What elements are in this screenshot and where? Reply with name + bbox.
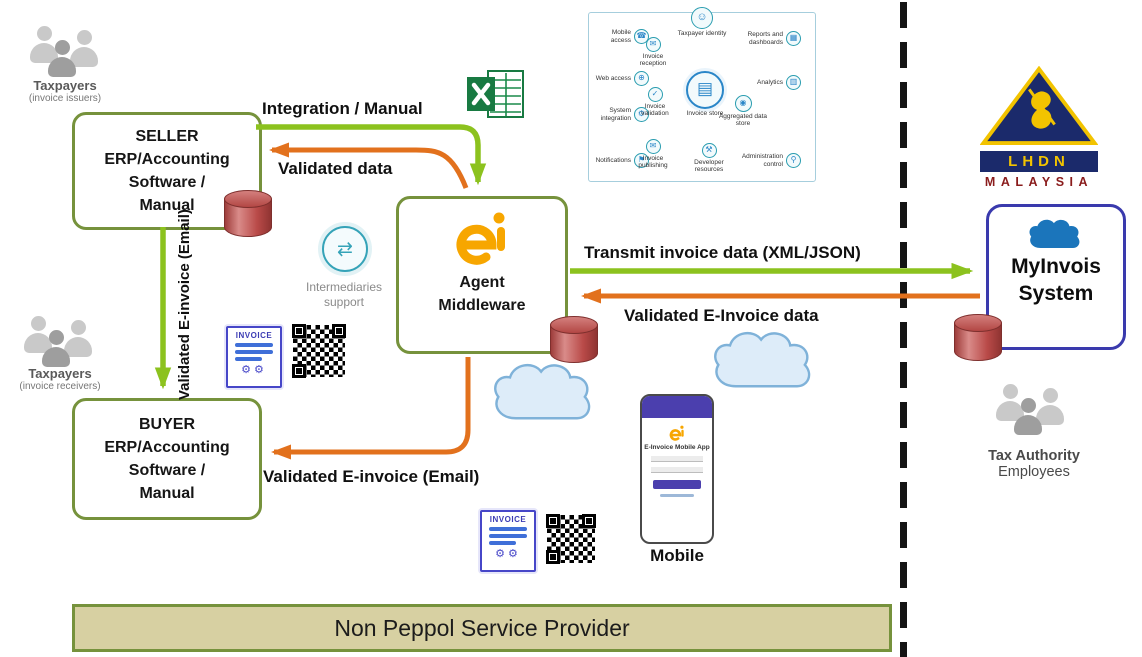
- ms-item-analytics: Analytics ▥: [745, 75, 801, 90]
- cloud-icon: [494, 363, 591, 420]
- mobile-app-input: [651, 467, 703, 473]
- agent-title: Middleware: [438, 297, 526, 314]
- agent-middleware-box: Agent Middleware: [396, 196, 568, 354]
- ms-item-web-access: Web access ⊕: [591, 71, 649, 86]
- buyer-line: Manual: [139, 485, 195, 502]
- person-icon: [64, 320, 92, 357]
- myinvois-microservices-panel: Mobile access ☎ Web access ⊕ System inte…: [588, 7, 816, 182]
- invoice-store-icon: ▤: [686, 71, 724, 109]
- aggregated-data-store-icon: ◉: [734, 95, 752, 112]
- transmit-invoice-label: Transmit invoice data (XML/JSON): [584, 243, 861, 262]
- seller-line: ERP/Accounting: [104, 151, 230, 168]
- agent-database-icon: [550, 316, 600, 364]
- qr-code-icon: [290, 322, 348, 380]
- lhdn-country: MALAYSIA: [984, 175, 1094, 189]
- tax-authority-caption: Tax Authority Employees: [988, 448, 1080, 480]
- lhdn-logo: LHDN MALAYSIA: [979, 65, 1099, 189]
- invoice-document-icon: INVOICE ⚙⚙: [480, 510, 536, 572]
- ms-item-invoice-store: ▤ Invoice store: [681, 71, 729, 117]
- ms-item-invoice-validation: ✓ Invoice validation: [641, 87, 669, 118]
- ms-item-system-integration: System integration ⚙: [591, 107, 649, 122]
- cloud-icon: [714, 331, 811, 388]
- person-icon: [30, 26, 58, 63]
- seller-database-icon: [224, 190, 274, 238]
- ms-item-invoice-publishing: ✉ Invoice publishing: [638, 139, 668, 170]
- buyer-line: Software /: [128, 462, 206, 479]
- intermediaries-support-icon: ⇄: [322, 226, 368, 272]
- myinvois-title: MyInvois: [1011, 255, 1101, 278]
- taxpayers-receivers-icon: [20, 316, 98, 370]
- seller-title: SELLER: [135, 128, 199, 145]
- cloud-icon: [1029, 219, 1080, 248]
- taxpayers-receivers-caption: Taxpayers (invoice receivers): [19, 366, 101, 392]
- mobile-app-title: E-Invoice Mobile App: [644, 444, 710, 451]
- person-icon: [42, 330, 70, 367]
- ms-item-developer-resources: ⚒ Developer resources: [694, 143, 724, 174]
- reports-dashboards-icon: ▦: [786, 31, 801, 46]
- invoice-reception-icon: ✉: [645, 37, 661, 52]
- ms-item-taxpayer-identity: ☺ Taxpayer identity: [675, 7, 729, 37]
- taxpayer-identity-icon: ☺: [691, 7, 713, 29]
- mobile-app-mockup: E-Invoice Mobile App: [640, 394, 714, 544]
- gears-icon: ⚙⚙: [495, 548, 521, 560]
- mobile-app-input: [651, 456, 703, 462]
- invoice-publishing-icon: ✉: [645, 139, 661, 154]
- ms-item-invoice-reception: ✉ Invoice reception: [639, 37, 667, 68]
- system-integration-icon: ⚙: [634, 107, 649, 122]
- person-icon: [996, 384, 1024, 421]
- agent-middleware-logo-icon: [455, 207, 509, 269]
- web-access-icon: ⊕: [634, 71, 649, 86]
- ms-item-mobile-access: Mobile access ☎: [591, 29, 649, 44]
- myinvois-system-box: MyInvois System: [986, 204, 1126, 350]
- qr-code-icon: [544, 512, 598, 566]
- non-peppol-banner: Non Peppol Service Provider: [72, 604, 892, 652]
- gears-icon: ⚙⚙: [241, 364, 267, 376]
- validated-einvoice-data-label: Validated E-Invoice data: [624, 306, 819, 325]
- validated-einvoice-email-vertical-label: Validated E-invoice (Email): [176, 209, 193, 400]
- seller-line: Manual: [139, 197, 195, 214]
- validated-einvoice-email-label: Validated E-invoice (Email): [263, 467, 480, 486]
- person-icon: [24, 316, 52, 353]
- mobile-caption: Mobile: [650, 546, 704, 565]
- excel-icon: [467, 70, 524, 118]
- mobile-access-icon: ☎: [634, 29, 649, 44]
- mobile-app-logo-icon: [642, 424, 712, 442]
- agent-title: Agent: [459, 274, 505, 291]
- buyer-erp-box: BUYER ERP/Accounting Software / Manual: [72, 398, 262, 520]
- integration-manual-label: Integration / Manual: [262, 99, 423, 118]
- myinvois-database-icon: [954, 314, 1004, 362]
- developer-resources-icon: ⚒: [701, 143, 717, 158]
- seller-line: Software /: [128, 174, 206, 191]
- invoice-validation-icon: ✓: [647, 87, 663, 102]
- ms-item-notifications: Notifications ⚑: [591, 153, 649, 168]
- analytics-icon: ▥: [786, 75, 801, 90]
- administration-control-icon: ⚲: [786, 153, 801, 168]
- mobile-app-login-button: [653, 480, 701, 489]
- dashed-separator-line: [900, 2, 907, 657]
- seller-erp-box: SELLER ERP/Accounting Software / Manual: [72, 112, 262, 230]
- ms-item-reports-dashboards: Reports and dashboards ▦: [739, 31, 801, 46]
- myinvois-title: System: [1018, 282, 1094, 305]
- taxpayers-issuers-caption: Taxpayers (invoice issuers): [28, 78, 102, 104]
- invoice-document-icon: INVOICE ⚙⚙: [226, 326, 282, 388]
- buyer-title: BUYER: [138, 416, 195, 433]
- tax-authority-employees-icon: [992, 384, 1070, 438]
- non-peppol-banner-text: Non Peppol Service Provider: [334, 614, 630, 641]
- lhdn-acronym: LHDN: [980, 151, 1098, 172]
- person-icon: [70, 30, 98, 67]
- person-icon: [48, 40, 76, 77]
- ms-item-aggregated-data-store: ◉ Aggregated data store: [717, 95, 769, 127]
- mobile-app-link: [660, 494, 694, 497]
- validated-data-label: Validated data: [278, 159, 393, 178]
- notifications-icon: ⚑: [634, 153, 649, 168]
- person-icon: [1014, 398, 1042, 435]
- mobile-app-header: [642, 396, 712, 418]
- taxpayers-issuers-icon: [26, 26, 104, 80]
- intermediaries-support-caption: Intermediaries support: [305, 280, 383, 309]
- lhdn-triangle-icon: [979, 65, 1099, 146]
- ms-item-administration-control: Administration control ⚲: [737, 153, 801, 168]
- person-icon: [1036, 388, 1064, 425]
- buyer-line: ERP/Accounting: [104, 439, 230, 456]
